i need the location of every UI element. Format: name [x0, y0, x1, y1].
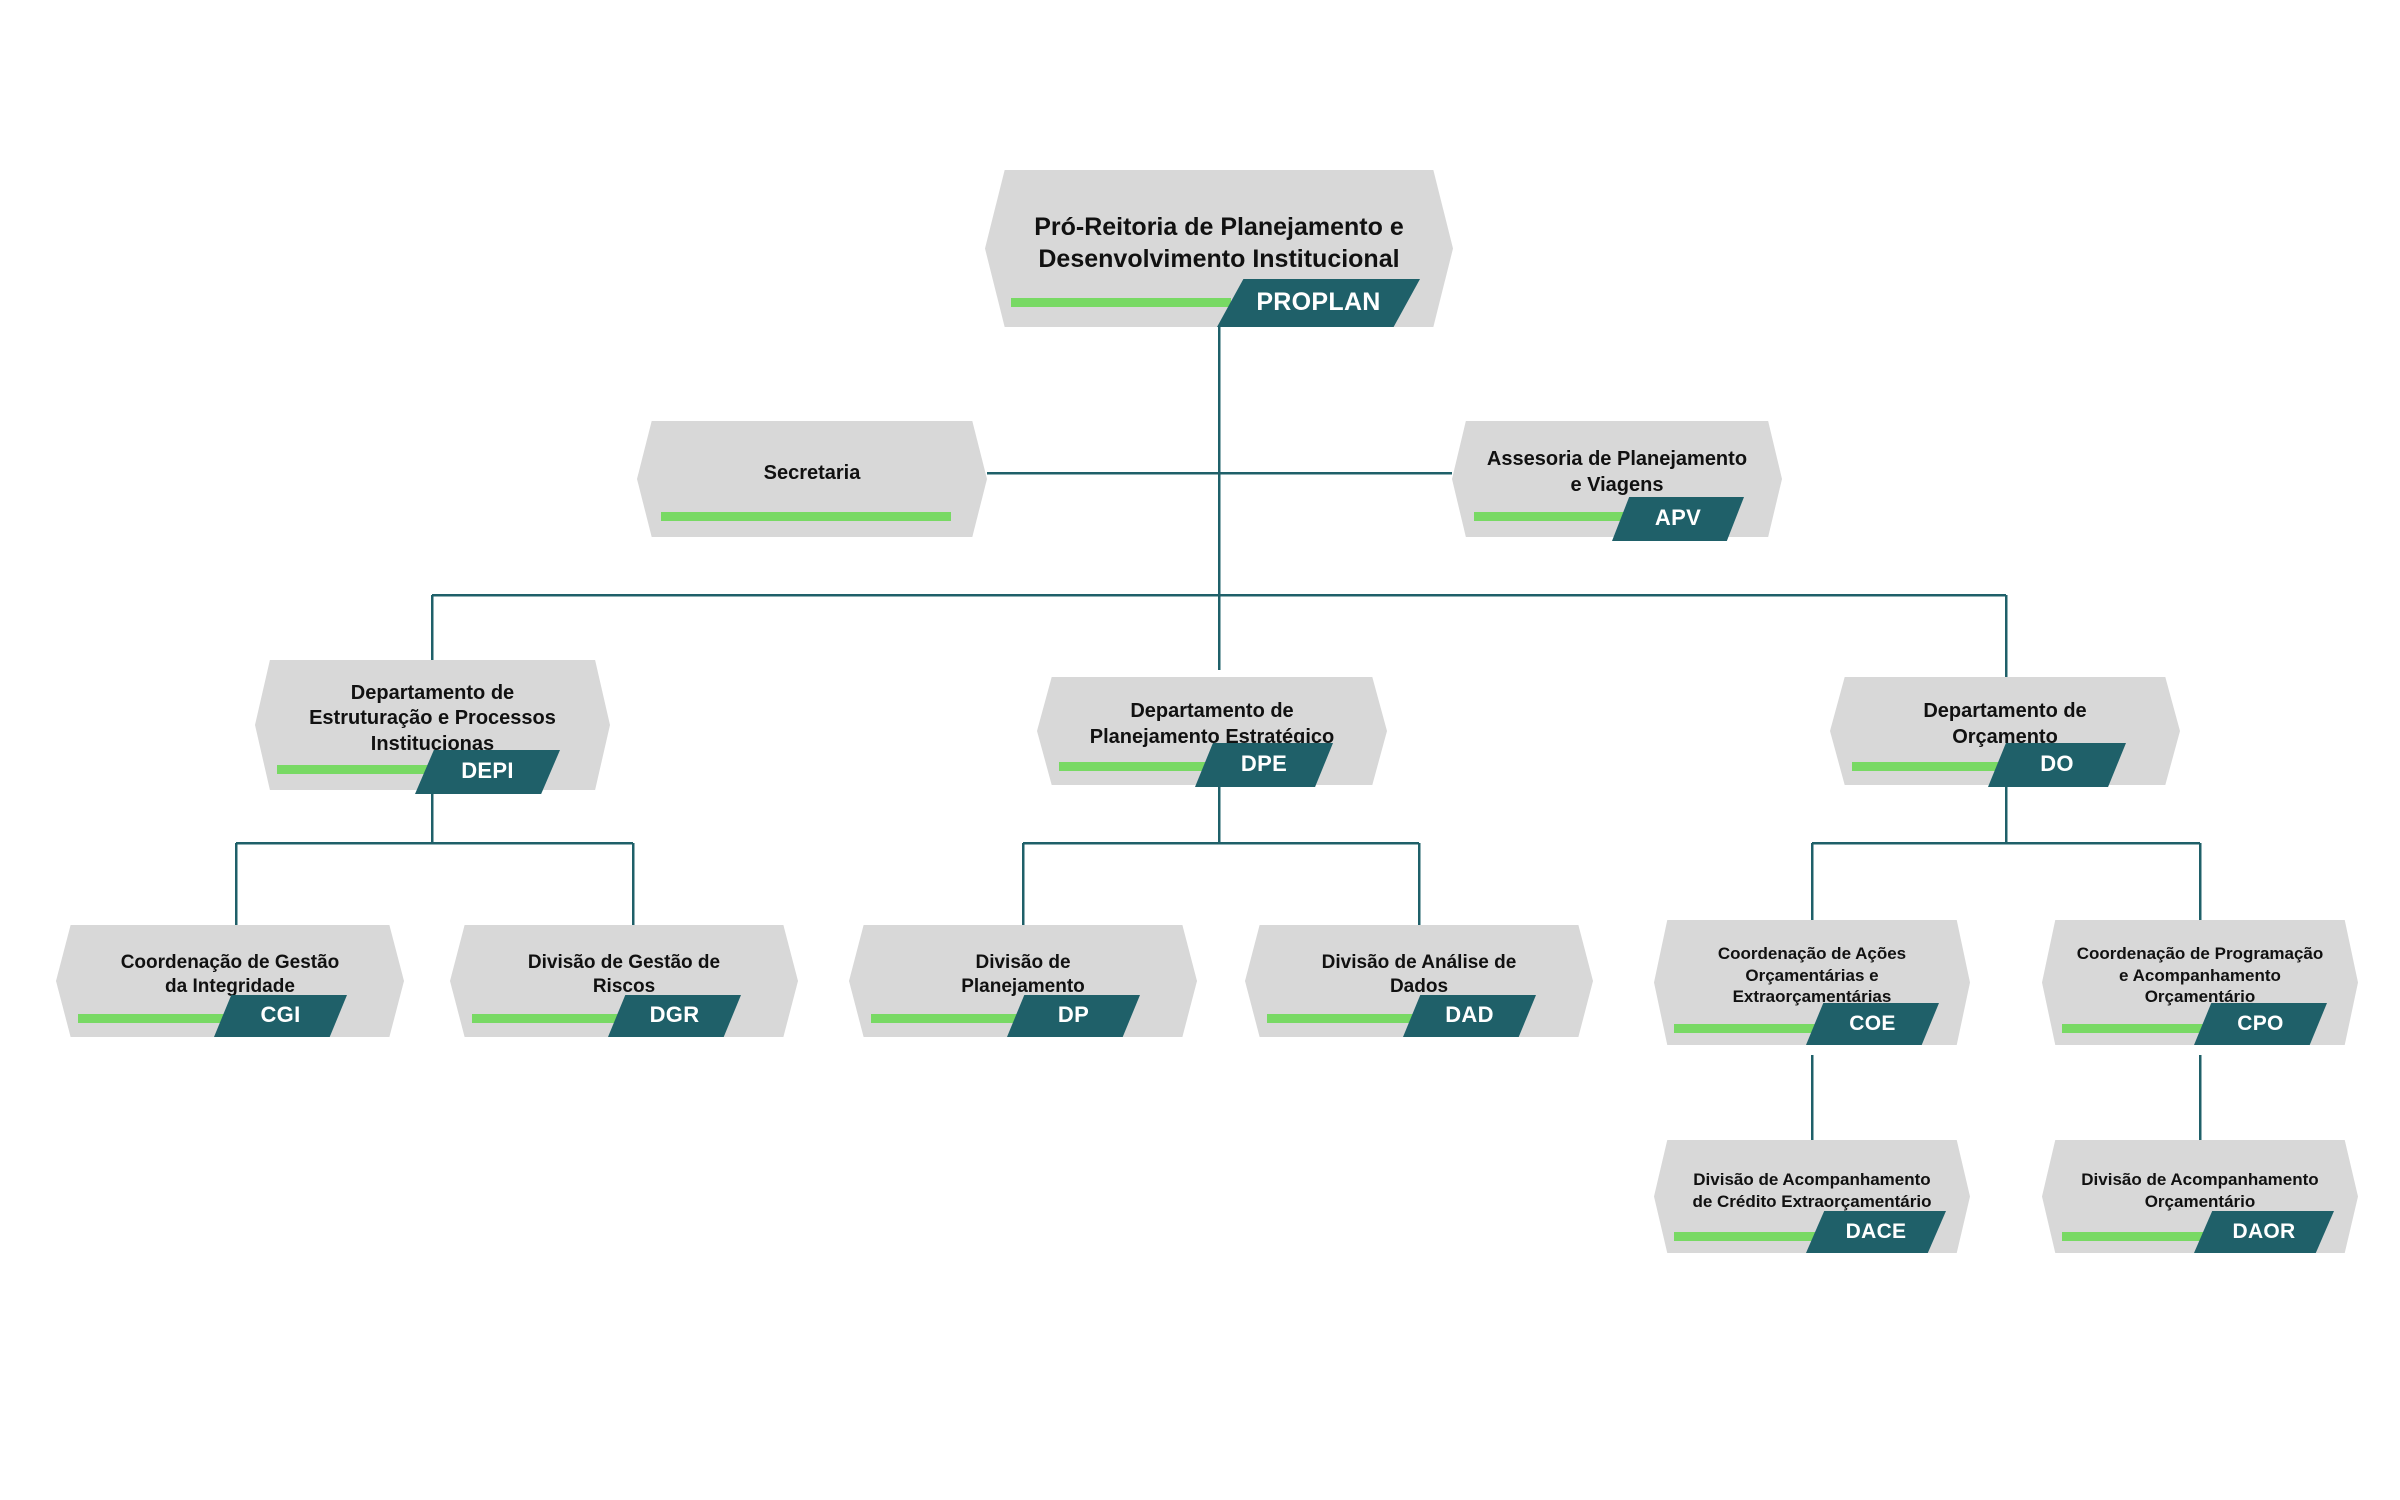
node-coe[interactable]: Coordenação de Ações Orçamentárias e Ext…	[1654, 920, 1970, 1045]
node-do[interactable]: Departamento de Orçamento DO	[1830, 677, 2180, 787]
accent-bar	[472, 1014, 624, 1023]
acronym-badge[interactable]: DO	[1988, 743, 2126, 787]
node-dgr[interactable]: Divisão de Gestão de Riscos DGR	[450, 925, 798, 1037]
node-daor[interactable]: Divisão de Acompanhamento Orçamentário D…	[2042, 1140, 2358, 1253]
acronym-label: APV	[1654, 505, 1702, 530]
node-apv[interactable]: Assesoria de Planejamento e Viagens APV	[1452, 421, 1782, 541]
node-title: Departamento de Planejamento Estratégico	[1089, 700, 1335, 748]
acronym-badge[interactable]: APV	[1612, 497, 1744, 541]
accent-bar	[1011, 298, 1231, 307]
accent-bar	[2062, 1024, 2210, 1033]
node-title: Divisão de Planejamento	[961, 951, 1085, 997]
node-title: Divisão de Análise de Dados	[1321, 951, 1517, 997]
node-dpe[interactable]: Departamento de Planejamento Estratégico…	[1037, 677, 1387, 787]
acronym-label: DAOR	[2232, 1219, 2296, 1243]
accent-bar	[1059, 762, 1211, 771]
acronym-badge[interactable]: DAOR	[2194, 1211, 2334, 1253]
acronym-badge[interactable]: CGI	[214, 995, 347, 1037]
acronym-label: DAD	[1445, 1002, 1494, 1027]
acronym-badge[interactable]: PROPLAN	[1217, 279, 1420, 327]
node-title: Coordenação de Gestão da Integridade	[120, 951, 340, 997]
node-depi[interactable]: Departamento de Estruturação e Processos…	[255, 660, 610, 794]
node-title: Departamento de Estruturação e Processos…	[309, 681, 556, 755]
accent-bar	[78, 1014, 230, 1023]
acronym-label: CGI	[260, 1002, 301, 1027]
acronym-badge[interactable]: DP	[1007, 995, 1140, 1037]
node-title: Divisão de Gestão de Riscos	[527, 951, 721, 997]
accent-bar	[277, 765, 429, 774]
accent-bar	[1674, 1024, 1822, 1033]
node-secretaria[interactable]: Secretaria	[637, 421, 987, 537]
acronym-badge[interactable]: DACE	[1806, 1211, 1946, 1253]
node-title: Secretaria	[763, 462, 861, 485]
accent-bar	[2062, 1232, 2210, 1241]
acronym-badge[interactable]: DEPI	[415, 750, 560, 794]
acronym-label: DEPI	[461, 758, 514, 783]
acronym-badge[interactable]: DGR	[608, 995, 741, 1037]
node-title: Divisão de Acompanhamento de Crédito Ext…	[1692, 1169, 1932, 1211]
node-title: Divisão de Acompanhamento Orçamentário	[2081, 1169, 2319, 1211]
node-dace[interactable]: Divisão de Acompanhamento de Crédito Ext…	[1654, 1140, 1970, 1253]
node-title: Assesoria de Planejamento e Viagens	[1486, 448, 1748, 496]
acronym-label: PROPLAN	[1256, 287, 1381, 316]
accent-bar	[1474, 512, 1626, 521]
node-proplan[interactable]: Pró-Reitoria de Planejamento e Desenvolv…	[985, 170, 1453, 327]
acronym-label: DACE	[1845, 1219, 1907, 1243]
acronym-badge[interactable]: DPE	[1195, 743, 1333, 787]
acronym-badge[interactable]: DAD	[1403, 995, 1536, 1037]
accent-bar	[871, 1014, 1023, 1023]
node-dp[interactable]: Divisão de Planejamento DP	[849, 925, 1197, 1037]
acronym-label: DPE	[1240, 751, 1288, 776]
node-dad[interactable]: Divisão de Análise de Dados DAD	[1245, 925, 1593, 1037]
acronym-badge[interactable]: COE	[1806, 1003, 1939, 1045]
node-title: Pró-Reitoria de Planejamento e Desenvolv…	[1034, 212, 1404, 273]
acronym-label: DO	[2040, 751, 2074, 776]
accent-bar	[1674, 1232, 1822, 1241]
node-cpo[interactable]: Coordenação de Programação e Acompanhame…	[2042, 920, 2358, 1045]
acronym-badge[interactable]: CPO	[2194, 1003, 2327, 1045]
acronym-label: COE	[1849, 1011, 1896, 1035]
node-title: Coordenação de Ações Orçamentárias e Ext…	[1717, 943, 1907, 1007]
node-cgi[interactable]: Coordenação de Gestão da Integridade CGI	[56, 925, 404, 1037]
node-title: Coordenação de Programação e Acompanhame…	[2076, 943, 2324, 1007]
acronym-label: CPO	[2237, 1011, 2284, 1035]
acronym-label: DP	[1057, 1002, 1090, 1027]
accent-bar	[1267, 1014, 1419, 1023]
accent-bar	[1852, 762, 2004, 771]
node-title: Departamento de Orçamento	[1923, 700, 2087, 748]
accent-bar	[661, 512, 951, 521]
acronym-label: DGR	[649, 1002, 700, 1027]
